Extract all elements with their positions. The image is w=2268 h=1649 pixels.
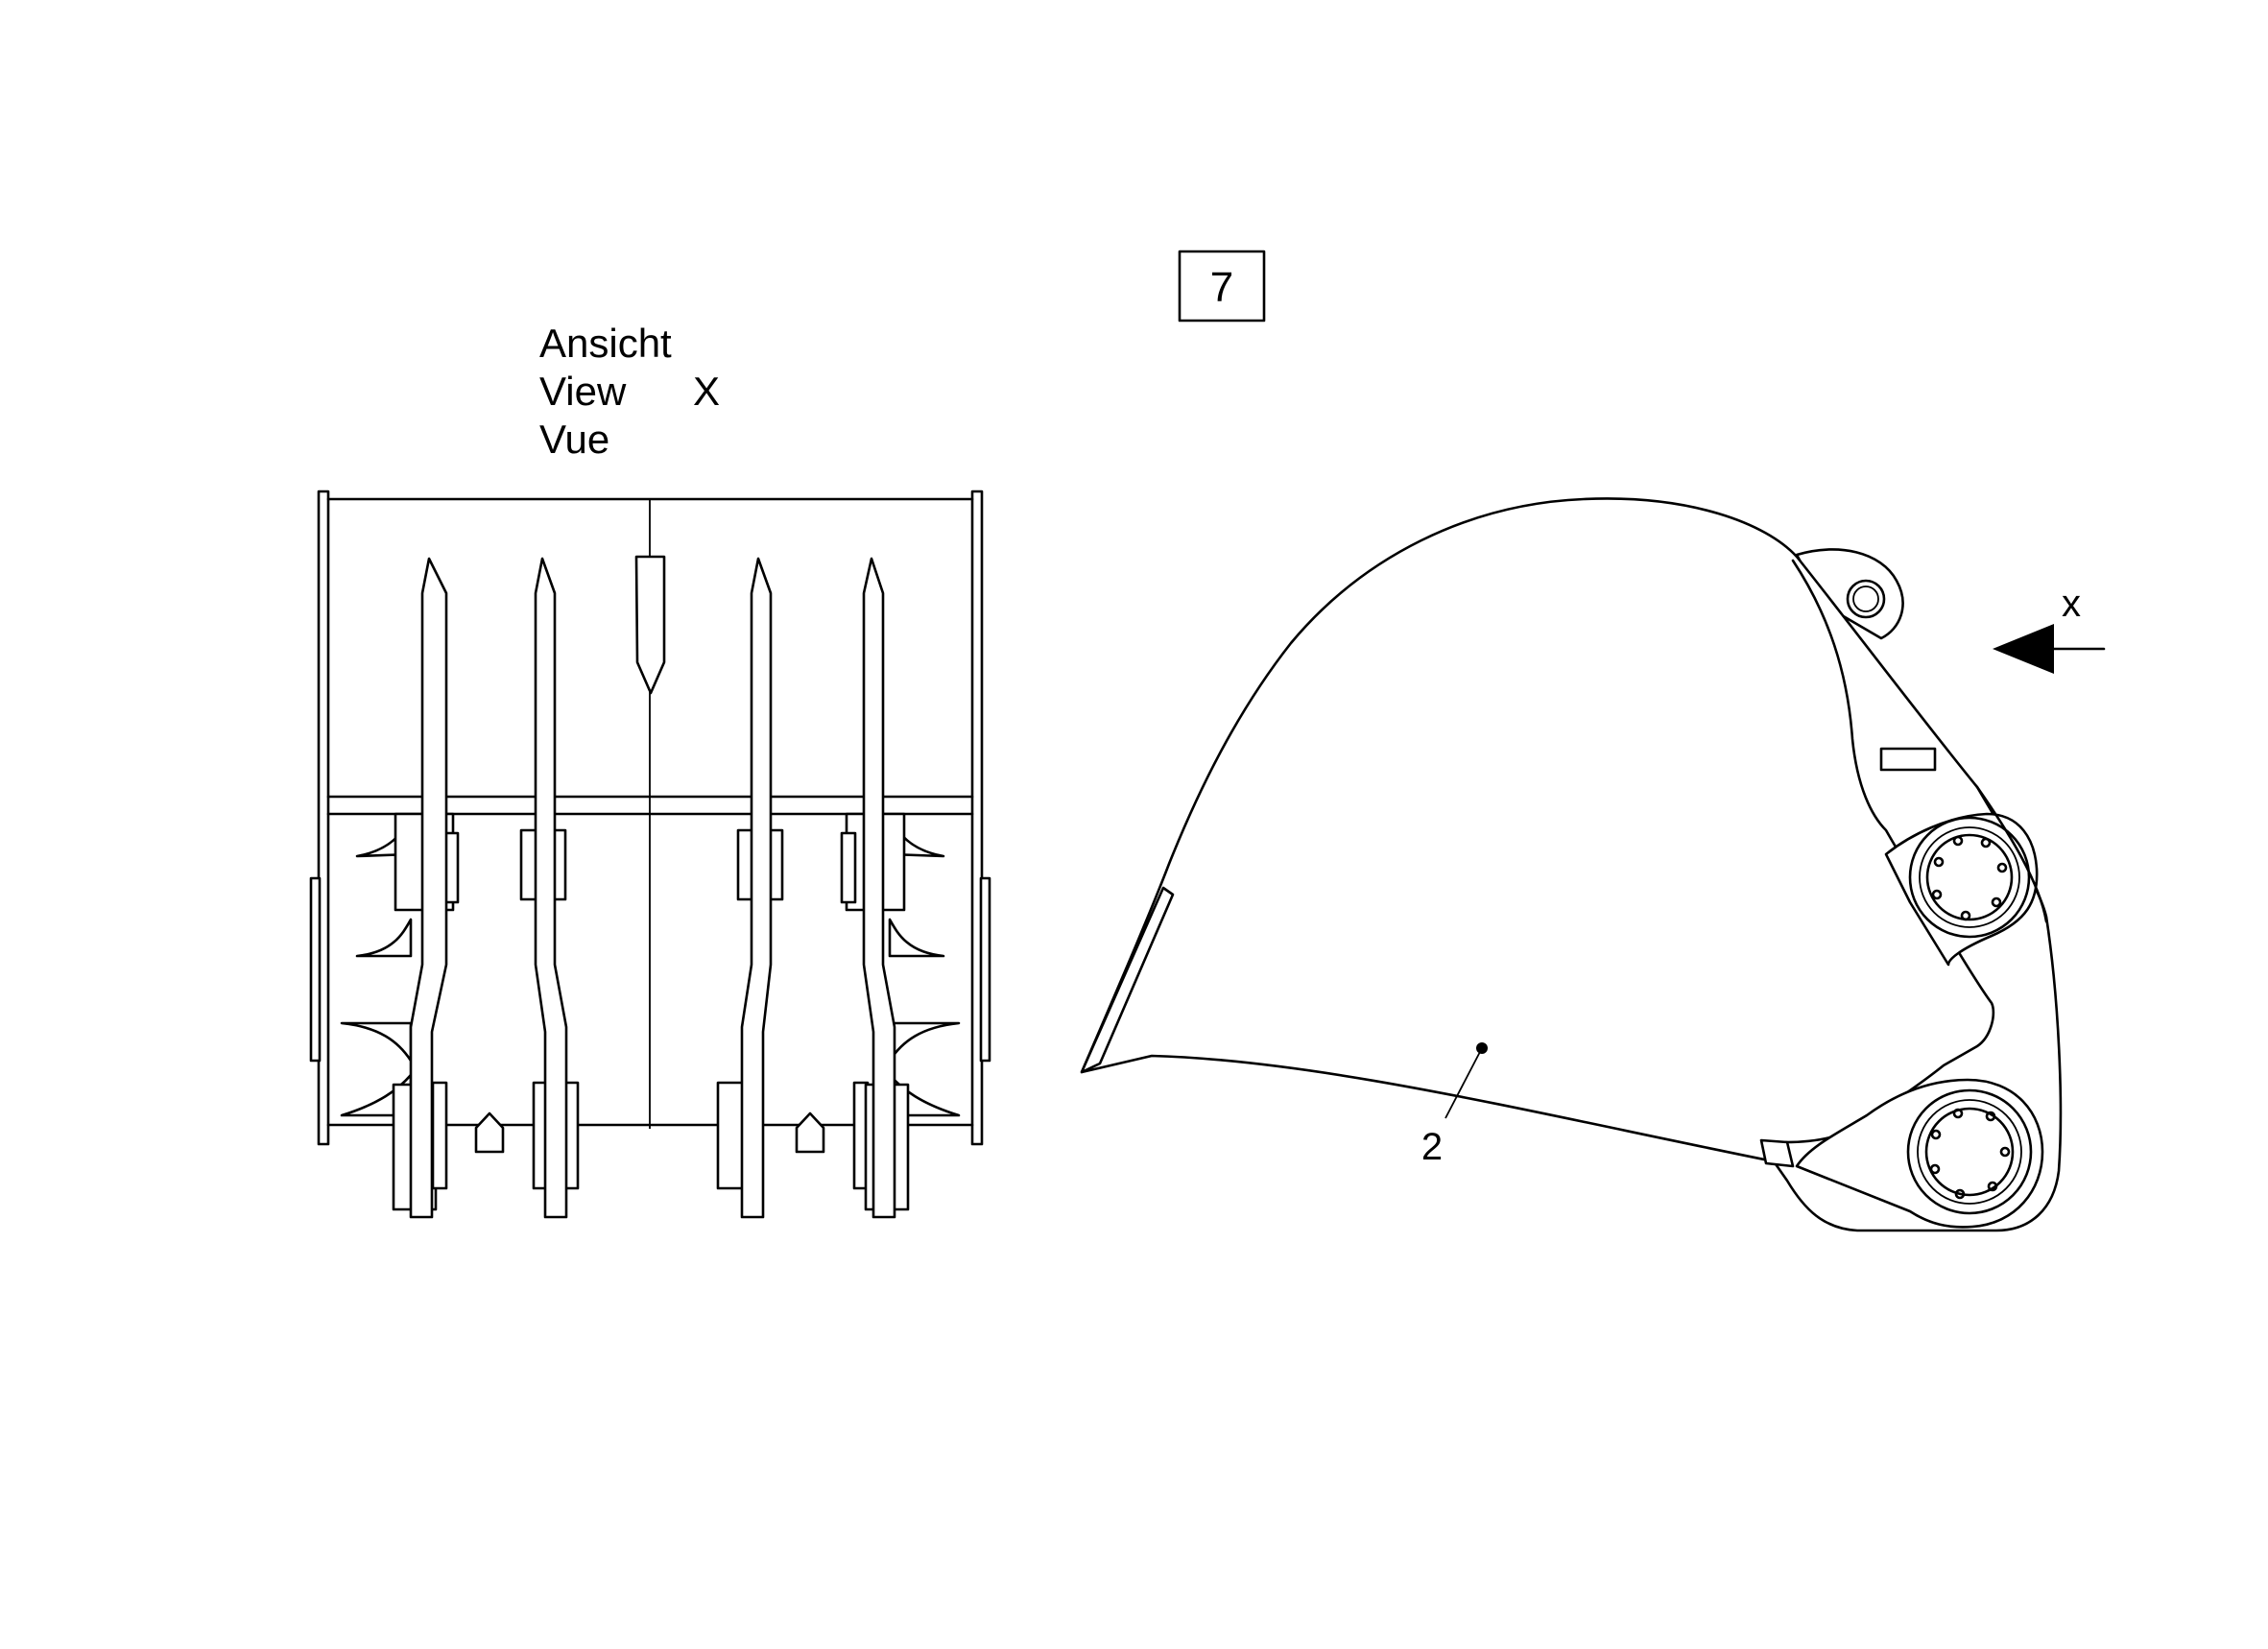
page-number-box: 7 (1178, 250, 1266, 323)
bucket-front-view (309, 490, 991, 1219)
view-label-en: View (539, 369, 627, 414)
callout-2-label: 2 (1421, 1126, 1443, 1168)
view-label-fr: Vue (539, 417, 609, 462)
view-direction-arrow: x (1993, 583, 2106, 674)
lower-pivot-boss (1795, 1078, 2044, 1229)
callout-2: 2 (1421, 1042, 1488, 1168)
ripper-tines (409, 557, 896, 1219)
center-tooth (634, 555, 666, 695)
upper-pivot-boss (1884, 812, 2039, 967)
view-direction-letter: x (2062, 583, 2081, 625)
bucket-side-view (1080, 497, 2063, 1232)
view-label-de: Ansicht (539, 321, 672, 366)
view-label-letter: X (693, 369, 720, 414)
page-number: 7 (1210, 264, 1233, 311)
view-label: Ansicht View X Vue (539, 321, 720, 462)
